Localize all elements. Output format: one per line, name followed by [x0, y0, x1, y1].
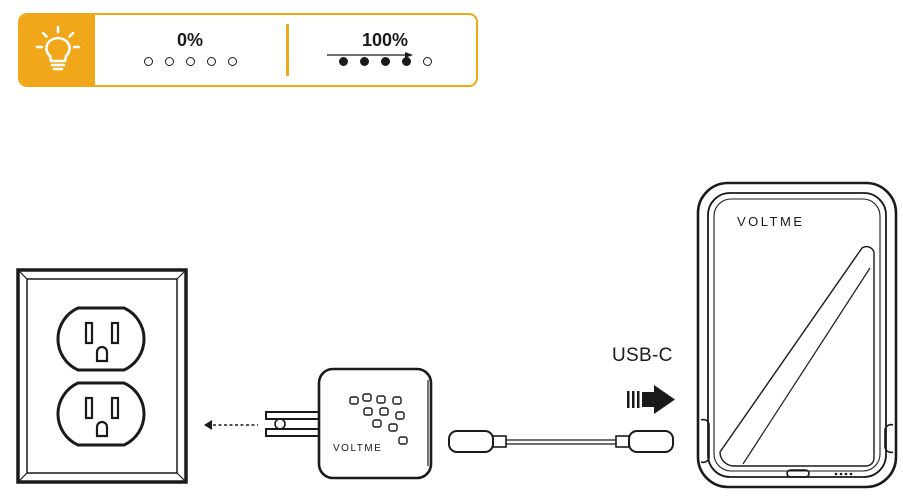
battery-indicator-panel: 0% 100%: [18, 13, 478, 87]
led-dot-off: [422, 57, 432, 66]
indicator-icon-tab: [20, 15, 95, 85]
led-dot-off: [185, 57, 195, 66]
charger-logo-icon: [349, 393, 408, 445]
state-full-label: 100%: [361, 30, 409, 50]
empty-dots: [143, 57, 237, 66]
indicator-state-full: 100%: [325, 29, 445, 66]
state-empty-label: 0%: [176, 30, 203, 50]
led-dot-off: [206, 57, 216, 66]
power-bank-leds: [834, 472, 853, 476]
indicator-state-empty: 0%: [130, 29, 250, 66]
progress-arrow-icon: [327, 52, 413, 58]
led-dot-lit: [359, 57, 369, 66]
charger-brand: VOLTME: [333, 443, 382, 454]
outlet-socket-bottom: [56, 381, 146, 447]
power-bank-brand: VOLTME: [737, 214, 805, 229]
led-dot-off: [227, 57, 237, 66]
insert-arrow-icon: [627, 385, 675, 414]
full-dots: [338, 57, 432, 66]
led-dot-lit: [380, 57, 390, 66]
panel-divider: [286, 24, 289, 76]
lightbulb-icon: [35, 25, 80, 71]
led-dot-lit: [338, 57, 348, 66]
plug-in-arrow-icon: [204, 420, 258, 430]
usb-c-cable: [448, 430, 674, 453]
led-dot-off: [164, 57, 174, 66]
wall-outlet: [16, 268, 188, 484]
wall-charger: VOLTME: [265, 367, 433, 480]
led-dot-off: [143, 57, 153, 66]
power-bank: [696, 181, 898, 489]
usb-c-label: USB-C: [612, 345, 673, 366]
outlet-socket-top: [56, 306, 146, 372]
